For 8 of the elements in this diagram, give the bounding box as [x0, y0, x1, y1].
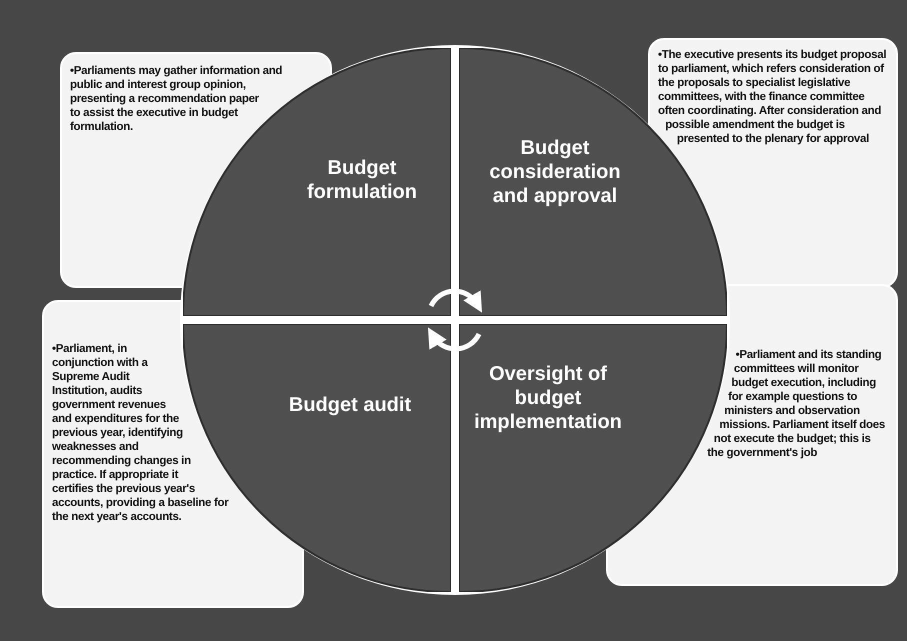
quadrant-title: Budget consideration and approval — [488, 136, 622, 208]
description-text: •Parliament, in conjunction with a Supreme Audit Institution, audits government revenues and expenditures for the previous year, identifying weaknesses and recommending changes in practice. If appropriate it certifies the previous year's accounts, providing a baseline for the next year's accounts. — [52, 342, 230, 524]
quadrant-title: Budget formulation — [306, 156, 418, 204]
description-text: •The executive presents its budget proposal to parliament, which refers consideration of the proposals to specialist legislative committees, with the finance committee often coordinating. After consideration and possible amendment the budget is presented to the plenary for approval — [658, 48, 888, 146]
description-text: •Parliaments may gather information and public and interest group opinion, presenting a recommendation paper to assist the executive in budget formulation. — [70, 64, 284, 134]
description-text: •Parliament and its standing committees will monitor budget execution, including for example questions to ministers and observation missions. Parliament itself does not execute the budget; this is the government's job — [706, 348, 886, 460]
quadrant-title: Oversight of budget implementation — [473, 362, 623, 434]
quadrant-title: Budget audit — [288, 393, 412, 417]
